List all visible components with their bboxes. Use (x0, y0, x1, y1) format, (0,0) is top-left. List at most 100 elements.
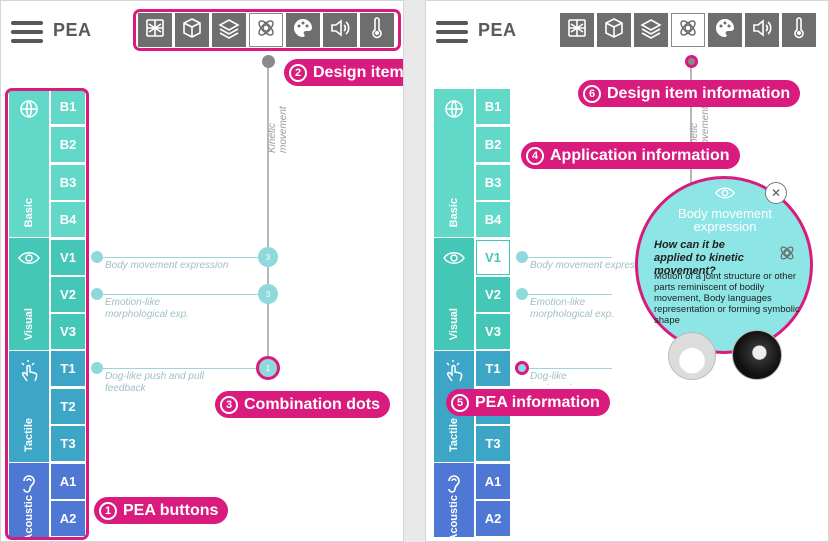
combo-start-dot[interactable] (91, 288, 103, 300)
design-item-button-layers[interactable] (634, 13, 668, 47)
kinetic-icon (254, 16, 278, 45)
design-item-button-kinetic[interactable] (249, 13, 283, 47)
pea-button-v1[interactable]: V1 (51, 240, 85, 275)
design-item-button-structure[interactable] (138, 13, 172, 47)
structure-icon (565, 16, 589, 45)
combo-text: Dog-like push and pull feedback (530, 371, 571, 385)
sound-icon (328, 16, 352, 45)
pea-button-v2[interactable]: V2 (51, 277, 85, 312)
pea-button-b1[interactable]: B1 (51, 89, 85, 124)
design-item-button-kinetic[interactable] (671, 13, 705, 47)
design-item-button-sound[interactable] (323, 13, 357, 47)
pea-button-b4[interactable]: B4 (51, 202, 85, 237)
design-item-button-cube[interactable] (175, 13, 209, 47)
design-item-dot[interactable] (685, 55, 698, 68)
menu-icon[interactable] (436, 21, 468, 43)
info-title: Body movement expression (678, 206, 772, 234)
palette-icon (291, 16, 315, 45)
design-item-button-structure[interactable] (560, 13, 594, 47)
combo-line (522, 257, 612, 258)
group-acoustic: Acoustic (434, 463, 474, 541)
pea-button-a1[interactable]: A1 (51, 464, 85, 499)
pea-button-t1[interactable]: T1 (476, 351, 510, 386)
design-item-button-sound[interactable] (745, 13, 779, 47)
ear-icon (17, 471, 41, 495)
design-item-button-palette[interactable] (708, 13, 742, 47)
cube-icon (602, 16, 626, 45)
pea-button-t3[interactable]: T3 (51, 426, 85, 461)
pea-button-v3[interactable]: V3 (476, 314, 510, 349)
pea-button-t2[interactable]: T2 (476, 389, 510, 424)
eye-icon (442, 246, 466, 270)
callout-number: 3 (220, 395, 238, 414)
combo-start-dot[interactable] (516, 251, 528, 263)
combo-text: Dog-like push and pull feedback (105, 371, 204, 394)
pea-button-b2[interactable]: B2 (51, 127, 85, 162)
layers-icon (217, 16, 241, 45)
callout-number: 1 (99, 501, 117, 520)
thermometer-icon (787, 16, 811, 45)
design-item-button-layers[interactable] (212, 13, 246, 47)
layers-icon (639, 16, 663, 45)
combo-text: Body movement expression (530, 260, 654, 271)
group-label: Visual (23, 307, 35, 340)
pea-button-b3[interactable]: B3 (476, 165, 510, 200)
combination-dot[interactable]: 3 (258, 284, 278, 304)
pea-button-t1[interactable]: T1 (51, 351, 85, 386)
group-label: Acoustic (448, 495, 460, 542)
kinetic-icon (676, 16, 700, 45)
pea-button-b1[interactable]: B1 (476, 89, 510, 124)
menu-icon-bar (436, 30, 468, 34)
pea-button-a2[interactable]: A2 (51, 501, 85, 536)
globe-icon (442, 97, 466, 121)
pea-button-v3[interactable]: V3 (51, 314, 85, 349)
pea-button-b3[interactable]: B3 (51, 165, 85, 200)
menu-icon-bar (11, 21, 43, 25)
design-item-button-palette[interactable] (286, 13, 320, 47)
structure-icon (143, 16, 167, 45)
pea-button-t2[interactable]: T2 (51, 389, 85, 424)
combo-start-dot[interactable] (91, 251, 103, 263)
design-item-button-thermometer[interactable] (360, 13, 394, 47)
info-body: Motion of a joint structure or other par… (654, 271, 800, 326)
pea-button-a2[interactable]: A2 (476, 501, 510, 536)
group-label: Basic (448, 197, 460, 227)
callout-number: 2 (289, 63, 307, 82)
eye-icon (714, 182, 736, 199)
combo-start-dot[interactable] (516, 288, 528, 300)
design-item-toolbar (560, 13, 816, 47)
combination-dot[interactable]: 3 (258, 247, 278, 267)
group-label: Visual (448, 307, 460, 340)
palette-icon (713, 16, 737, 45)
pea-button-a1[interactable]: A1 (476, 464, 510, 499)
combo-line (97, 257, 265, 258)
ear-icon (442, 471, 466, 495)
kinetic-icon (777, 243, 797, 263)
touch-icon (442, 359, 466, 383)
design-item-dot[interactable] (262, 55, 275, 68)
pea-button-t3[interactable]: T3 (476, 426, 510, 461)
pea-button-v2[interactable]: V2 (476, 277, 510, 312)
design-item-info-popup (635, 176, 813, 354)
app-title: PEA (53, 20, 92, 40)
robot-photo-2 (732, 330, 782, 380)
close-icon[interactable]: ✕ (765, 182, 787, 204)
combination-dot[interactable]: 1 (256, 356, 280, 380)
combo-text: Emotion-like morphological exp. (530, 297, 614, 320)
combo-line (522, 368, 612, 369)
pea-button-b4[interactable]: B4 (476, 202, 510, 237)
design-item-toolbar (138, 13, 394, 47)
combo-start-dot[interactable] (515, 361, 529, 375)
pea-button-v1[interactable]: V1 (476, 240, 510, 275)
design-item-button-cube[interactable] (597, 13, 631, 47)
group-tactile: Tactile (434, 351, 474, 462)
combo-start-dot[interactable] (91, 362, 103, 374)
pea-button-b2[interactable]: B2 (476, 127, 510, 162)
design-item-button-thermometer[interactable] (782, 13, 816, 47)
combo-line (97, 368, 265, 369)
menu-icon-bar (11, 39, 43, 43)
menu-icon[interactable] (11, 21, 43, 43)
